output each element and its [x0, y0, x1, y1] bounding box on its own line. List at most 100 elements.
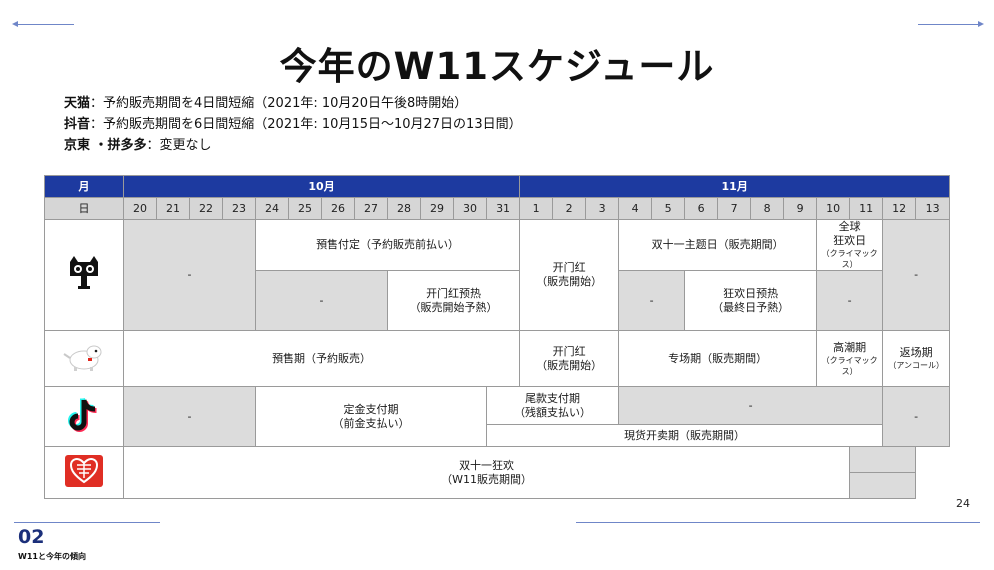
jd-row: 預售期（予約販売） 开门红 （販売開始） 专场期（販売期間） 高潮期 （クライマ… [44, 330, 951, 387]
tmall-pre-kaimen-title: 开门红预热 [426, 286, 482, 300]
tmall-after-cell: - [882, 219, 951, 331]
jd-kaimen-title: 开门红 [552, 344, 586, 358]
tmall-inactive-cell: - [123, 219, 256, 331]
jd-peak-title: 高潮期 [833, 340, 867, 354]
top-left-line [14, 24, 74, 25]
note-brand: 京東 ・拼多多 [64, 138, 147, 153]
jd-dog-logo-icon [63, 345, 102, 371]
note-tmall: 天猫：予約販売期間を4日間短縮（2021年: 10月20日午後8時開始） [64, 95, 467, 113]
jd-logo-cell [44, 330, 124, 387]
jd-presale: 預售期（予約販売） [122, 330, 521, 387]
day-cell: 28 [387, 197, 421, 220]
note-brand: 抖音 [64, 117, 91, 132]
pdd-after-cell-lower [849, 472, 917, 499]
note-text: ：予約販売期間を4日間短縮（2021年: 10月20日午後8時開始） [90, 96, 468, 111]
note-jd-pdd: 京東 ・拼多多：変更なし [64, 137, 212, 155]
jd-kaimen-sub: （販売開始） [536, 358, 603, 372]
day-cell: 30 [453, 197, 487, 220]
douyin-deposit-sub: （前金支払い） [332, 416, 410, 430]
note-text: ：予約販売期間を6日間短縮（2021年: 10月15日～10月27日の13日間） [90, 117, 522, 132]
douyin-spot: 現货开卖期（販売期間） [485, 424, 884, 447]
tmall-global-title-2: 狂欢日 [833, 234, 867, 247]
day-cell: 21 [156, 197, 190, 220]
day-cell: 5 [651, 197, 686, 220]
tmall-global-day: 全球 狂欢日 （クライマックス） [816, 219, 884, 271]
month-october: 10月 [122, 175, 521, 198]
day-cell: 26 [321, 197, 355, 220]
note-text: ：変更なし [146, 138, 212, 153]
tmall-final-pre-sub: （最終日予熱） [712, 300, 790, 314]
jd-peak-sub: （クライマックス） [821, 355, 878, 376]
top-left-arrowhead [12, 21, 18, 27]
douyin-balance-title: 尾款支付期 [525, 391, 581, 405]
douyin-after-cell: - [882, 386, 951, 447]
page-title: 今年のW11スケジュール [279, 45, 715, 88]
schedule-table: 月 10月 11月 日 20 21 22 23 24 25 26 27 28 2… [44, 175, 951, 499]
douyin-deposit: 定金支付期 （前金支払い） [255, 386, 487, 447]
day-cell: 27 [354, 197, 388, 220]
day-cell: 1 [519, 197, 554, 220]
day-cell: 13 [915, 197, 951, 220]
jd-return-sub: （アンコール） [888, 361, 945, 370]
day-cell: 24 [255, 197, 289, 220]
day-header-cell: 日 [44, 197, 124, 220]
tmall-cat-logo-icon [70, 256, 98, 289]
day-cell: 22 [189, 197, 223, 220]
day-cell: 6 [684, 197, 719, 220]
section-number: 02 [18, 526, 45, 548]
douyin-logo-cell [44, 386, 124, 447]
tmall-final-pre-title: 狂欢日预热 [723, 286, 779, 300]
tmall-global-title-1: 全球 [838, 220, 861, 234]
jd-return: 返场期 （アンコール） [882, 330, 951, 387]
month-november: 11月 [519, 175, 951, 198]
pinduoduo-logo-icon [65, 454, 103, 487]
day-cell: 10 [816, 197, 851, 220]
day-cell: 7 [717, 197, 752, 220]
day-row: 日 20 21 22 23 24 25 26 27 28 29 30 31 1 … [44, 197, 951, 220]
tmall-kaimen: 开门红 （販売開始） [519, 219, 620, 331]
tmall-pre-kaimen: 开门红预热 （販売開始予熱） [386, 270, 521, 331]
tmall-row-lower: - 开门红预热 （販売開始予熱） - 狂欢日预热 （最終日予熱） - [45, 270, 950, 331]
tmall-final-pre: 狂欢日预热 （最終日予熱） [684, 270, 818, 331]
douyin-logo-icon [68, 397, 97, 432]
day-cell: 2 [552, 197, 587, 220]
pdd-after-cell-upper [849, 446, 917, 473]
tmall-pre-kaimen-sub: （販売開始予熱） [409, 300, 498, 314]
section-label: W11と今年の傾向 [18, 552, 86, 561]
tmall-kaimen-sub: （販売開始） [536, 275, 603, 288]
day-cell: 29 [420, 197, 454, 220]
douyin-deposit-title: 定金支付期 [343, 402, 399, 416]
page-number: 24 [956, 497, 970, 510]
tmall-global-sub: （クライマックス） [821, 249, 878, 269]
tmall-gap-cell-3: - [816, 270, 884, 331]
tmall-presale-deposit: 預售付定（予約販売前払い） [254, 219, 521, 271]
douyin-balance: 尾款支付期 （残額支払い） [485, 386, 620, 425]
tmall-logo-cell [44, 219, 124, 331]
day-cell: 11 [849, 197, 884, 220]
note-douyin: 抖音：予約販売期間を6日間短縮（2021年: 10月15日～10月27日の13日… [64, 116, 522, 134]
douyin-row-upper: - 定金支付期 （前金支払い） 尾款支付期 （残額支払い） - - [44, 386, 951, 447]
jd-peak: 高潮期 （クライマックス） [816, 330, 884, 387]
tmall-kaimen-title: 开门红 [552, 261, 586, 274]
pdd-main-sub: （W11販売期間） [441, 472, 532, 486]
day-cell: 3 [585, 197, 620, 220]
day-cell: 25 [288, 197, 322, 220]
jd-return-title: 返场期 [899, 346, 933, 359]
day-cell: 20 [123, 197, 157, 220]
top-right-line [918, 24, 980, 25]
tmall-gap-cell: - [255, 270, 388, 331]
day-cell: 23 [222, 197, 256, 220]
pdd-logo-cell [44, 446, 124, 499]
day-cell: 31 [485, 197, 521, 220]
day-cell: 4 [618, 197, 653, 220]
douyin-row-lower: 現货开卖期（販売期間） [45, 424, 950, 447]
douyin-inactive-cell: - [123, 386, 256, 447]
bottom-left-line [14, 522, 160, 523]
note-brand: 天猫 [64, 96, 91, 111]
jd-kaimen: 开门红 （販売開始） [519, 330, 620, 387]
month-header-cell: 月 [44, 175, 124, 198]
tmall-theme-day: 双十一主题日（販売期間） [618, 219, 818, 271]
jd-special: 专场期（販売期間） [618, 330, 818, 387]
douyin-gap-cell: - [618, 386, 884, 425]
day-cell: 8 [750, 197, 785, 220]
